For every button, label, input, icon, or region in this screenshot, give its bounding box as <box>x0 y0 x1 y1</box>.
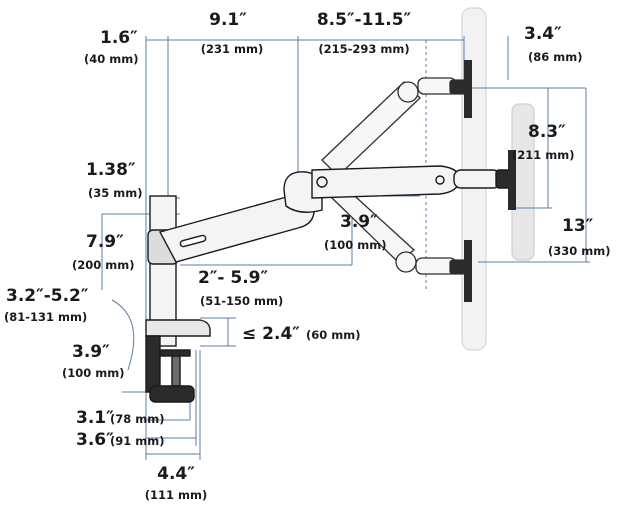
dim-3-1-imperial: 3.1″ <box>76 408 114 428</box>
arm-ghost-upper <box>321 60 472 177</box>
desk-clamp <box>145 319 211 403</box>
dim-1-38-imperial: 1.38″ <box>86 160 136 180</box>
monitor-mount <box>508 150 516 210</box>
dim-7-9-metric: (200 mm) <box>72 258 135 272</box>
dim-3-4-imperial: 3.4″ <box>524 24 562 44</box>
clamp-foot <box>149 385 195 403</box>
dim-3-1-metric: (78 mm) <box>110 412 165 426</box>
dim-3-2-imperial: 3.2″-5.2″ <box>6 286 89 306</box>
dim-13-metric: (330 mm) <box>548 244 611 258</box>
dim-3-6-metric: (91 mm) <box>110 434 165 448</box>
dim-2-4-metric: (60 mm) <box>306 328 361 342</box>
dim-2-5-9-metric: (51-150 mm) <box>200 294 284 308</box>
clamp-screw <box>171 351 181 387</box>
dim-1-6-imperial: 1.6″ <box>100 28 138 48</box>
dim-3-9-clamp-imperial: 3.9″ <box>72 342 110 362</box>
arm-ghost-lower <box>330 187 472 302</box>
dim-3-2-metric: (81-131 mm) <box>4 310 88 324</box>
dim-3-9-clamp-metric: (100 mm) <box>62 366 125 380</box>
dim-3-6-imperial: 3.6″ <box>76 430 114 450</box>
dim-13-imperial: 13″ <box>562 216 594 236</box>
dim-9-1-imperial: 9.1″ <box>209 10 247 30</box>
dim-2-5-9-imperial: 2″- 5.9″ <box>198 268 269 288</box>
dim-8-5-imperial: 8.5″-11.5″ <box>316 10 412 30</box>
dim-2-4-imperial: ≤ 2.4″ <box>242 324 300 344</box>
vesa-head <box>495 169 511 189</box>
dim-8-3-imperial: 8.3″ <box>528 122 566 142</box>
dim-1-38-metric: (35 mm) <box>88 186 143 200</box>
dim-4-4-metric: (111 mm) <box>144 488 208 502</box>
dim-8-5-metric: (215-293 mm) <box>318 42 410 56</box>
dim-9-1-metric: (231 mm) <box>200 42 264 56</box>
dim-8-3-metric: (211 mm) <box>512 148 575 162</box>
dim-3-4-metric: (86 mm) <box>528 50 583 64</box>
dim-3-9-arm-metric: (100 mm) <box>324 238 387 252</box>
dim-1-6-metric: (40 mm) <box>84 52 139 66</box>
dim-3-9-arm-imperial: 3.9″ <box>340 212 378 232</box>
clamp-frame <box>145 335 161 393</box>
dim-4-4-imperial: 4.4″ <box>157 464 195 484</box>
clamp-top <box>145 319 211 337</box>
dim-7-9-imperial: 7.9″ <box>86 232 124 252</box>
clamp-plate <box>159 349 191 357</box>
dimension-lines <box>101 36 590 460</box>
